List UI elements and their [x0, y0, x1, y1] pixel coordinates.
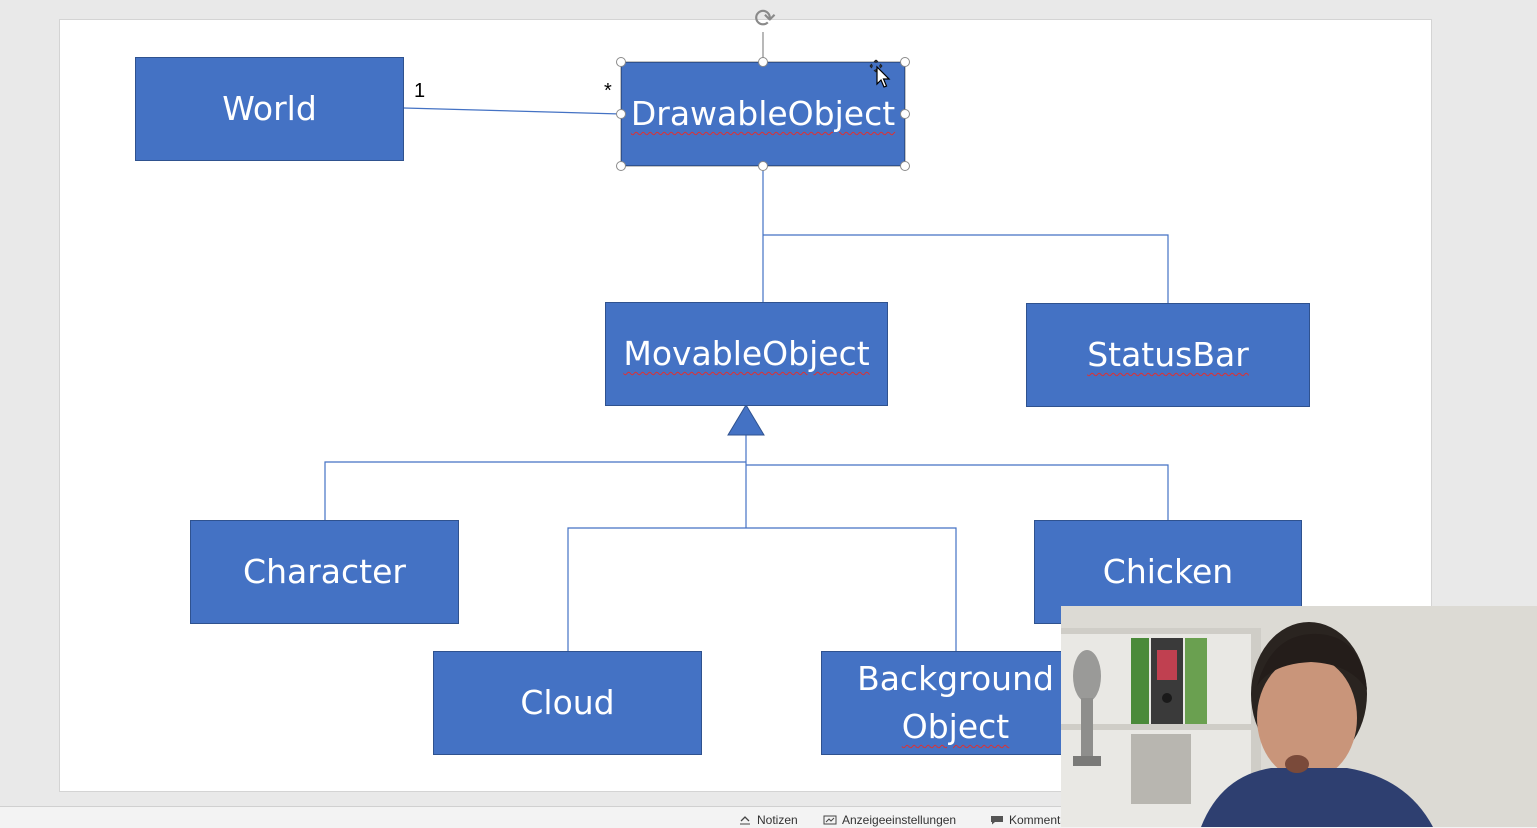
comments-icon: [991, 816, 1003, 825]
resize-handle-bottom-left[interactable]: [616, 161, 626, 171]
class-label-status-bar: StatusBar: [1087, 335, 1249, 374]
class-label-background-line2: Object: [901, 707, 1010, 746]
class-label-chicken: Chicken: [1102, 552, 1234, 591]
comments-label: Kommentare: [1009, 813, 1078, 827]
webcam-overlay: [1061, 606, 1537, 827]
rotate-handle-icon[interactable]: ⟳: [754, 4, 776, 34]
class-box-movable-object[interactable]: MovableObject: [605, 302, 888, 406]
resize-handle-right[interactable]: [900, 109, 910, 119]
class-box-background-object[interactable]: Background Object: [821, 651, 1090, 755]
class-label-cloud: Cloud: [520, 683, 615, 722]
move-cursor-icon: [869, 59, 891, 88]
class-label-movable-object: MovableObject: [623, 334, 870, 373]
webcam-video: [1061, 606, 1537, 827]
resize-handle-bottom[interactable]: [758, 161, 768, 171]
notes-icon: [740, 816, 750, 825]
resize-handle-top-left[interactable]: [616, 57, 626, 67]
notes-button[interactable]: Notizen: [738, 813, 798, 827]
class-box-character[interactable]: Character: [190, 520, 459, 624]
multiplicity-world: 1: [414, 80, 426, 102]
multiplicity-drawable: *: [604, 80, 612, 102]
class-label-character: Character: [243, 552, 406, 591]
class-box-status-bar[interactable]: StatusBar: [1026, 303, 1310, 407]
resize-handle-bottom-right[interactable]: [900, 161, 910, 171]
resize-handle-left[interactable]: [616, 109, 626, 119]
display-settings-icon: [823, 815, 837, 825]
class-label-drawable-object: DrawableObject: [630, 94, 896, 133]
comments-button[interactable]: Kommentare: [990, 813, 1078, 827]
class-box-cloud[interactable]: Cloud: [433, 651, 702, 755]
resize-handle-top-right[interactable]: [900, 57, 910, 67]
class-label-world: World: [222, 89, 317, 128]
class-label-background-line1: Background: [857, 659, 1054, 698]
notes-label: Notizen: [757, 813, 798, 827]
display-settings-label: Anzeigeeinstellungen: [842, 813, 957, 827]
display-settings-button[interactable]: Anzeigeeinstellungen: [823, 813, 956, 827]
class-box-world[interactable]: World: [135, 57, 404, 161]
class-box-drawable-object[interactable]: DrawableObject: [621, 62, 905, 166]
resize-handle-top[interactable]: [758, 57, 768, 67]
